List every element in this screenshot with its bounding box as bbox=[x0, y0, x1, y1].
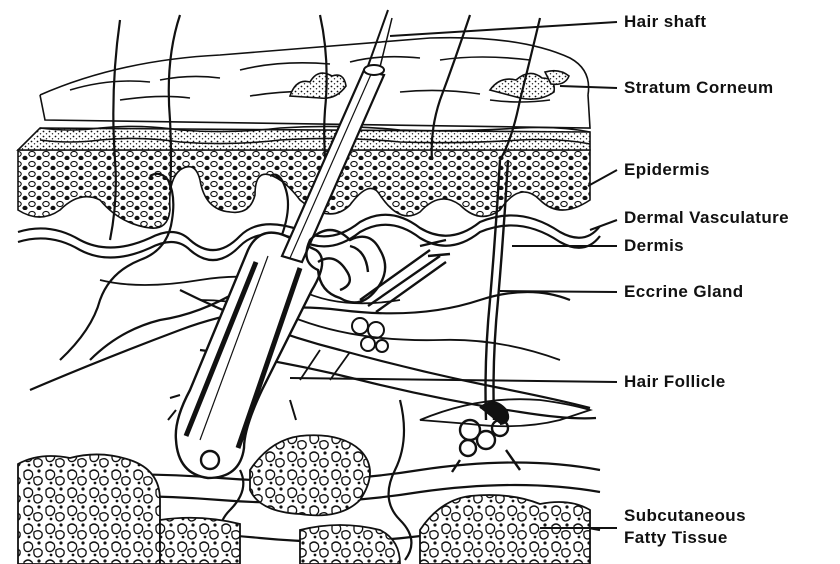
label-eccrine-gland: Eccrine Gland bbox=[624, 282, 744, 302]
label-hair-follicle: Hair Follicle bbox=[624, 372, 726, 392]
label-epidermis: Epidermis bbox=[624, 160, 710, 180]
leader-eccrine-gland bbox=[500, 291, 617, 292]
leader-hair-shaft bbox=[390, 22, 617, 36]
label-subcutaneous-line2: Fatty Tissue bbox=[624, 528, 728, 548]
label-hair-shaft: Hair shaft bbox=[624, 12, 706, 32]
leader-epidermis bbox=[588, 170, 617, 186]
subcutaneous-fat-layer bbox=[18, 435, 590, 564]
stratum-corneum-layer bbox=[40, 38, 590, 128]
label-dermis: Dermis bbox=[624, 236, 684, 256]
label-stratum-corneum: Stratum Corneum bbox=[624, 78, 774, 98]
label-dermal-vasculature: Dermal Vasculature bbox=[624, 208, 789, 228]
leader-dermal-vasculature bbox=[590, 220, 617, 230]
label-subcutaneous-line1: Subcutaneous bbox=[624, 506, 746, 526]
